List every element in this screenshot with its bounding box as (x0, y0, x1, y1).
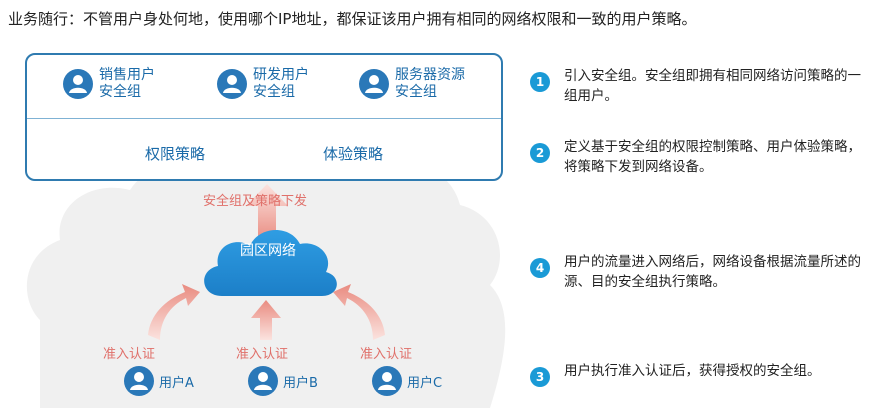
network-label: 园区网络 (240, 243, 296, 259)
step-text: 引入安全组。安全组即拥有相同网络访问策略的一组用户。 (564, 68, 861, 104)
deploy-label: 安全组及策略下发 (203, 194, 308, 209)
group-suffix: 安全组 (253, 84, 295, 100)
user-icon (372, 366, 402, 396)
security-group-panel: 销售用户 安全组 研发用户 安全组 服务器资源 安全组 权限策略 体验策略 (25, 53, 503, 181)
group-name: 服务器资源 (395, 67, 465, 83)
user-group-icon (217, 69, 247, 99)
server-group-icon (359, 69, 389, 99)
user-label: 用户B (283, 375, 318, 391)
page-title: 业务随行：不管用户身处何地，使用哪个IP地址，都保证该用户拥有相同的网络权限和一… (8, 10, 697, 28)
sales-security-group[interactable]: 销售用户 安全组 (63, 67, 155, 101)
group-suffix: 安全组 (99, 84, 141, 100)
step-text: 用户执行准入认证后，获得授权的安全组。 (564, 363, 821, 379)
panel-divider (27, 118, 501, 119)
step-text: 定义基于安全组的权限控制策略、用户体验策略，将策略下发到网络设备。 (564, 139, 861, 175)
step-2: 2 定义基于安全组的权限控制策略、用户体验策略，将策略下发到网络设备。 (530, 137, 864, 177)
user-c[interactable]: 用户C (372, 366, 442, 396)
auth-arrow-c (333, 284, 385, 340)
auth-arrow-a (148, 284, 200, 340)
step-4: 4 用户的流量进入网络后，网络设备根据流量所述的源、目的安全组执行策略。 (530, 252, 864, 292)
deploy-arrow (246, 184, 288, 242)
step-text: 用户的流量进入网络后，网络设备根据流量所述的源、目的安全组执行策略。 (564, 254, 861, 290)
auth-label-a: 准入认证 (103, 347, 156, 362)
user-icon (124, 366, 154, 396)
step-number: 1 (530, 72, 550, 92)
group-name: 研发用户 (253, 67, 309, 83)
user-b[interactable]: 用户B (248, 366, 318, 396)
step-1: 1 引入安全组。安全组即拥有相同网络访问策略的一组用户。 (530, 66, 864, 106)
server-security-group[interactable]: 服务器资源 安全组 (359, 67, 465, 101)
step-number: 4 (530, 258, 550, 278)
auth-arrow-b (251, 300, 281, 340)
group-suffix: 安全组 (395, 84, 437, 100)
experience-policy[interactable]: 体验策略 (323, 145, 384, 163)
rd-security-group[interactable]: 研发用户 安全组 (217, 67, 309, 101)
campus-cloud-diagram (26, 147, 506, 408)
group-name: 销售用户 (99, 67, 155, 83)
permission-policy[interactable]: 权限策略 (145, 145, 206, 163)
auth-label-b: 准入认证 (236, 347, 289, 362)
user-group-icon (63, 69, 93, 99)
user-a[interactable]: 用户A (124, 366, 194, 396)
user-label: 用户A (159, 375, 194, 391)
step-3: 3 用户执行准入认证后，获得授权的安全组。 (530, 361, 864, 387)
auth-label-c: 准入认证 (360, 347, 413, 362)
step-number: 3 (530, 367, 550, 387)
step-number: 2 (530, 143, 550, 163)
network-cloud (204, 229, 337, 296)
user-icon (248, 366, 278, 396)
user-label: 用户C (407, 375, 443, 391)
